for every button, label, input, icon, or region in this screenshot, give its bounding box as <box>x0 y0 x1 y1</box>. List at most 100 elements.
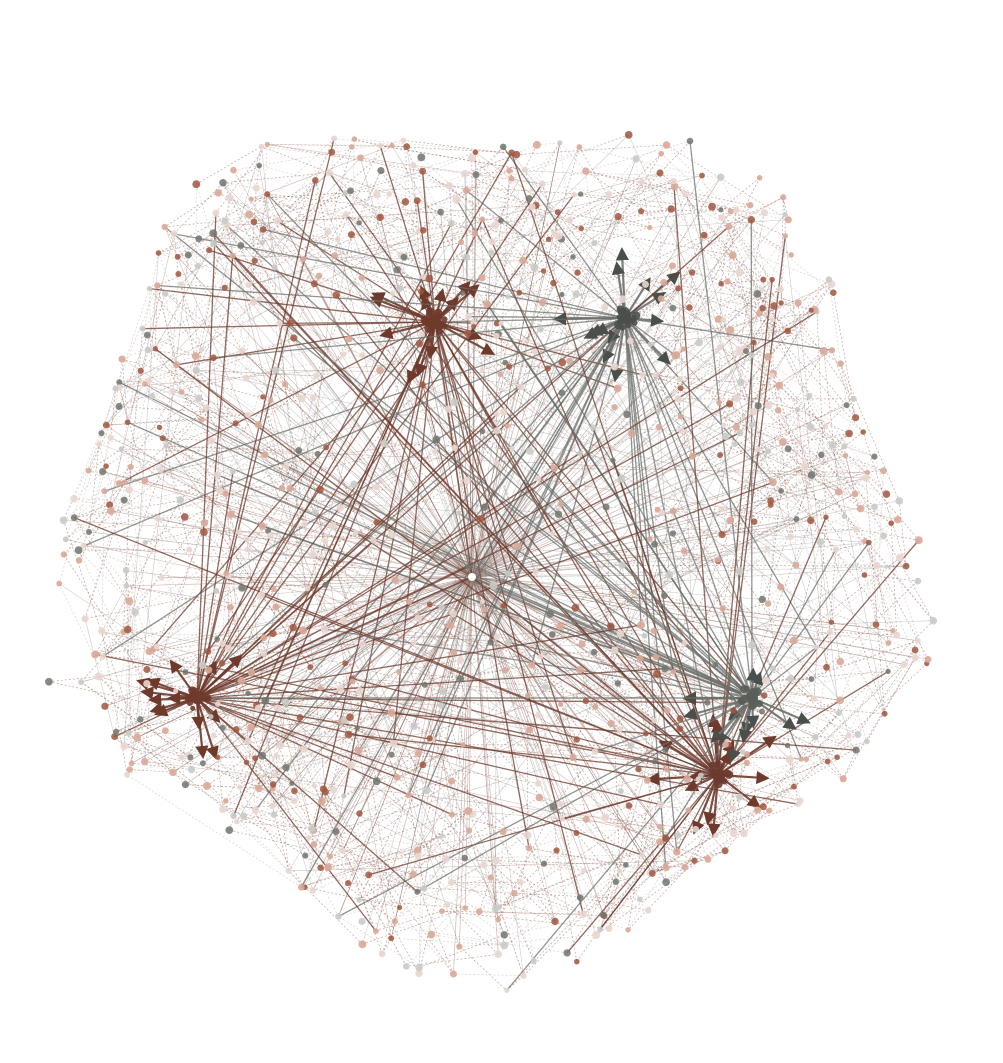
graph-node <box>308 824 316 833</box>
mesh-edge <box>158 220 278 254</box>
graph-node <box>137 716 144 723</box>
graph-node <box>299 256 307 263</box>
graph-node <box>124 419 131 426</box>
graph-node <box>324 228 332 236</box>
graph-node <box>718 280 724 287</box>
mesh-edge <box>842 657 916 779</box>
mesh-edge <box>154 285 158 349</box>
spoke-edge <box>471 478 622 578</box>
mesh-edge <box>552 493 856 635</box>
graph-node <box>232 420 239 427</box>
mesh-edge <box>275 755 315 786</box>
mesh-edge <box>677 219 752 289</box>
graph-node <box>210 354 217 362</box>
mesh-edge <box>417 305 775 851</box>
mesh-edge <box>134 612 146 762</box>
hub-arrow-edge <box>195 697 219 760</box>
mesh-edge <box>459 946 507 991</box>
mesh-edge <box>368 874 454 975</box>
hub-edge <box>217 474 753 699</box>
graph-node <box>252 755 259 762</box>
mesh-edge <box>357 727 709 860</box>
mesh-edge <box>137 737 234 817</box>
graph-node <box>259 226 267 233</box>
graph-node <box>669 304 677 312</box>
mesh-edge <box>683 348 811 428</box>
mesh-edge <box>118 334 148 407</box>
mesh-edge <box>381 938 392 954</box>
hub-edge <box>324 628 753 699</box>
mesh-edge <box>213 214 250 234</box>
mesh-edge <box>274 231 329 268</box>
mesh-edge <box>380 145 526 171</box>
graph-node <box>450 649 457 656</box>
graph-node <box>243 759 250 766</box>
graph-node <box>657 801 664 808</box>
mesh-edge <box>118 483 282 489</box>
graph-node <box>618 561 626 570</box>
mesh-edge <box>654 543 740 572</box>
mesh-edge <box>78 549 190 551</box>
graph-node <box>467 154 476 163</box>
graph-node <box>663 707 671 715</box>
graph-node <box>808 676 815 683</box>
hub-edge <box>434 321 574 758</box>
graph-node <box>209 229 218 238</box>
mesh-edge <box>383 276 424 444</box>
graph-node <box>351 136 358 142</box>
mesh-edge <box>350 151 476 192</box>
mesh-edge <box>145 531 240 543</box>
spoke-edge <box>471 576 827 668</box>
graph-node <box>834 754 840 761</box>
mesh-edge <box>229 829 414 875</box>
mesh-edge <box>48 676 99 683</box>
mesh-edge <box>604 212 765 308</box>
graph-node <box>890 628 896 634</box>
graph-node <box>177 281 184 287</box>
mesh-edge <box>74 493 226 518</box>
graph-node <box>677 413 684 420</box>
graph-node <box>322 538 329 545</box>
mesh-edge <box>720 226 730 284</box>
mesh-edge <box>98 676 226 802</box>
mesh-edge <box>810 426 845 447</box>
spoke-edge <box>471 576 491 643</box>
graph-node <box>496 904 503 910</box>
spoke-edge <box>471 351 536 578</box>
mesh-edge <box>720 209 855 400</box>
graph-node <box>339 847 347 854</box>
graph-node <box>750 518 758 525</box>
graph-node <box>661 665 669 673</box>
graph-node <box>143 331 151 339</box>
spoke-edge <box>102 471 473 578</box>
mesh-edge <box>312 867 329 891</box>
graph-node <box>636 896 643 903</box>
graph-node <box>158 574 165 581</box>
graph-node <box>389 290 396 297</box>
mesh-edge <box>431 729 620 935</box>
hub-edge <box>196 697 377 932</box>
graph-node <box>320 625 329 633</box>
mesh-edge <box>522 260 555 469</box>
graph-node <box>746 201 754 209</box>
mesh-edge <box>351 230 419 235</box>
graph-node <box>476 515 484 523</box>
graph-node <box>107 434 114 441</box>
hub-to-center-edge <box>471 576 753 699</box>
graph-node <box>387 708 396 717</box>
mesh-edge <box>514 892 640 900</box>
mesh-edge <box>809 395 887 495</box>
graph-node <box>676 715 684 723</box>
spoke-edge <box>471 576 577 834</box>
mesh-edge <box>299 717 349 884</box>
graph-node <box>670 182 679 191</box>
graph-node <box>271 366 280 374</box>
mesh-edge <box>323 789 337 832</box>
graph-node <box>86 529 92 535</box>
hub-edge <box>157 284 626 319</box>
graph-node <box>678 427 685 434</box>
graph-node <box>618 295 627 303</box>
graph-node <box>62 536 69 543</box>
mesh-edge <box>836 657 916 758</box>
mesh-edge <box>267 144 407 147</box>
